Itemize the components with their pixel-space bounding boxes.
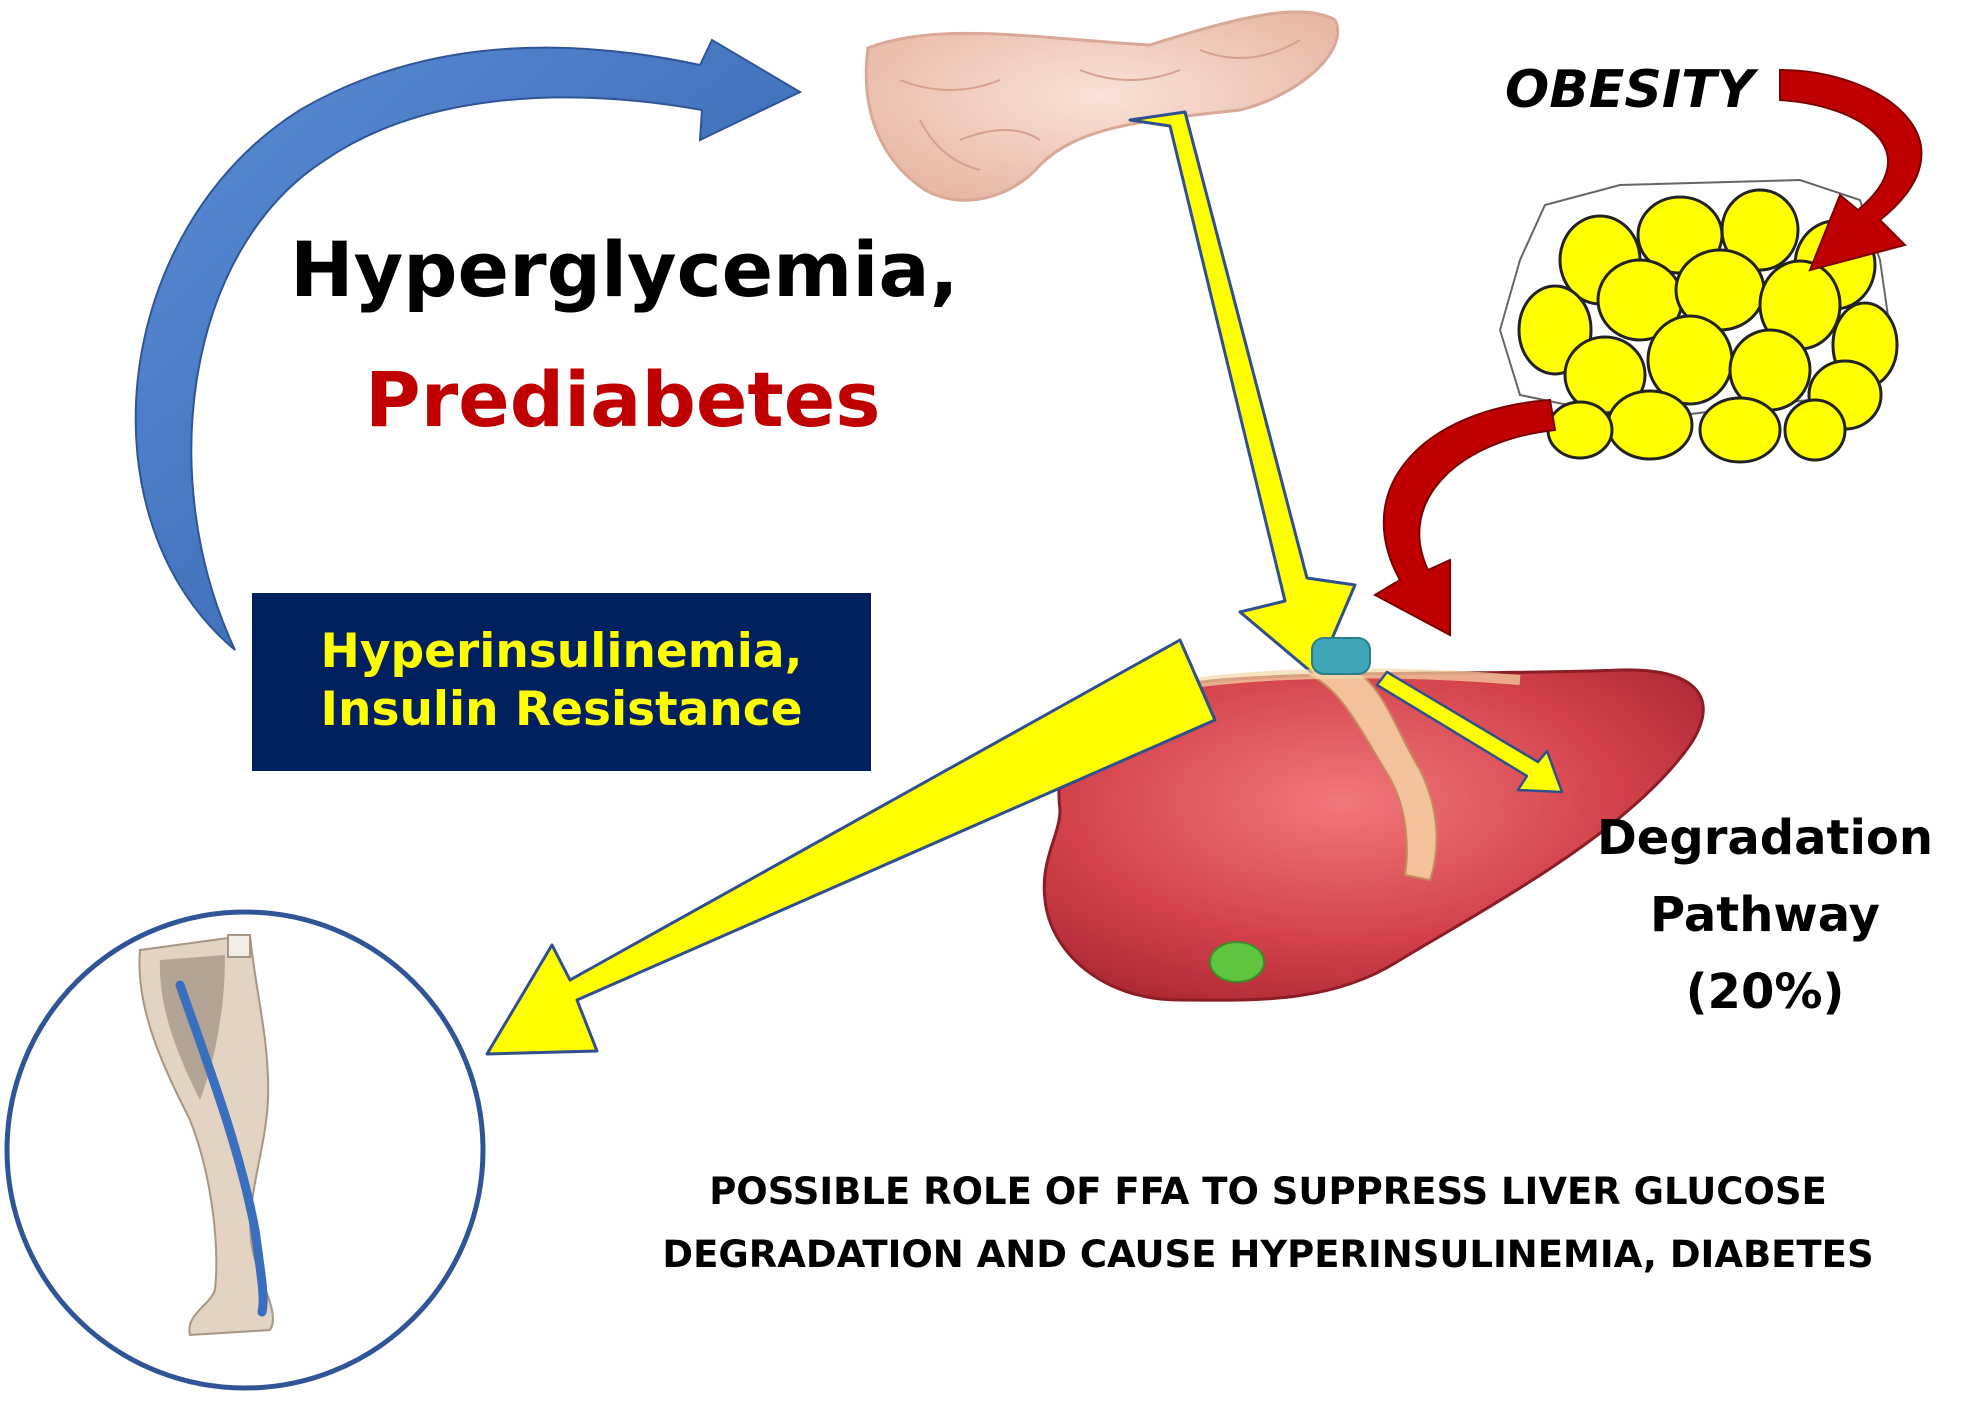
obesity-to-fat-arrow [1779, 68, 1923, 272]
feedback-arrow [134, 38, 803, 651]
degradation-arrow [1375, 670, 1564, 794]
heading-hyperglycemia: Hyperglycemia, [290, 225, 959, 314]
fat-cell [1546, 400, 1614, 460]
fat-to-liver-arrow [1372, 398, 1557, 637]
pancreas-to-liver-arrow [1128, 110, 1357, 678]
degradation-label: Degradation Pathway (20%) [1560, 800, 1969, 1031]
hyperinsulinemia-line2: Insulin Resistance [320, 682, 803, 737]
liver-icon [1042, 637, 1705, 1002]
hyperinsulinemia-box-bg [252, 593, 871, 771]
caption-line2: DEGRADATION AND CAUSE HYPERINSULINEMIA, … [662, 1233, 1874, 1276]
caption: POSSIBLE ROLE OF FFA TO SUPPRESS LIVER G… [608, 1160, 1928, 1286]
fat-cells-icon [1498, 178, 1899, 464]
hyperinsulinemia-line1: Hyperinsulinemia, [320, 624, 803, 679]
caption-line1: POSSIBLE ROLE OF FFA TO SUPPRESS LIVER G… [709, 1170, 1827, 1213]
hyperinsulinemia-box: Hyperinsulinemia, Insulin Resistance [252, 593, 871, 771]
degradation-line3: (20%) [1685, 964, 1845, 1020]
fat-cell [1783, 398, 1847, 462]
liver-to-muscle-arrow [485, 638, 1217, 1056]
heading-prediabetes: Prediabetes [365, 355, 881, 444]
degradation-line1: Degradation [1596, 810, 1934, 866]
pancreas-icon [864, 10, 1340, 202]
fat-cell [1698, 396, 1782, 464]
fat-cell [1606, 389, 1694, 461]
obesity-label: OBESITY [1505, 60, 1755, 120]
leg-muscle-icon [138, 933, 274, 1337]
degradation-line2: Pathway [1650, 887, 1880, 943]
